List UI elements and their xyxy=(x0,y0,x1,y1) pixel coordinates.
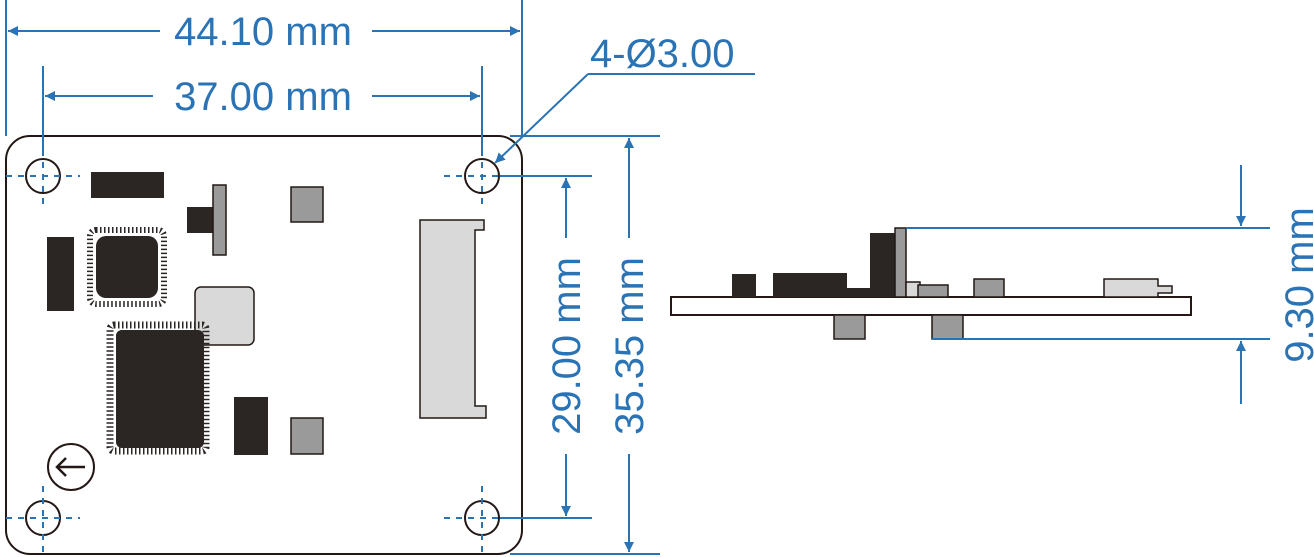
chip-vertical-left xyxy=(47,237,74,311)
hole-callout-label: 4-Ø3.00 xyxy=(590,32,735,76)
switch-component xyxy=(187,184,227,256)
dimension-overall-width: 44.10 mm xyxy=(5,0,523,136)
hole-spacing-height-label: 29.00 mm xyxy=(545,257,589,435)
side-bottom-pad-right xyxy=(931,314,964,340)
dimension-overall-height: 35.35 mm xyxy=(510,135,660,555)
hole-spacing-width-label: 37.00 mm xyxy=(174,75,352,119)
side-connector xyxy=(1103,278,1173,298)
mounting-hole-top-left xyxy=(6,150,80,210)
hole-callout: 4-Ø3.00 xyxy=(494,32,755,164)
grey-pad-bottom xyxy=(290,417,324,455)
side-height-label: 9.30 mm xyxy=(1278,207,1314,363)
side-bottom-pad-left xyxy=(833,314,866,340)
dimension-hole-spacing-width: 37.00 mm xyxy=(42,66,483,150)
dimension-side-height: 9.30 mm xyxy=(906,165,1314,404)
side-grey-pad xyxy=(973,278,1005,298)
qfp-small-chip xyxy=(87,227,167,307)
side-board xyxy=(670,296,1192,316)
arrow-left-icon xyxy=(47,443,95,491)
fpc-connector xyxy=(419,219,487,419)
side-switch-body xyxy=(870,233,896,297)
overall-width-label: 44.10 mm xyxy=(174,10,352,54)
chip-vertical-bottom xyxy=(234,397,268,455)
side-view: 9.30 mm xyxy=(670,165,1314,404)
top-view: 44.10 mm 37.00 mm 4-Ø3.00 29.00 mm xyxy=(5,0,755,555)
qfp-large-chip xyxy=(106,321,210,455)
overall-height-label: 35.35 mm xyxy=(608,257,652,435)
dimension-hole-spacing-height: 29.00 mm xyxy=(500,175,592,519)
grey-pad-top xyxy=(290,186,324,223)
side-chip-wide xyxy=(773,273,847,297)
mounting-hole-bottom-left xyxy=(6,486,80,554)
mounting-hole-top-right xyxy=(444,150,520,210)
side-chip-low xyxy=(845,288,871,297)
side-switch-plate xyxy=(894,227,907,298)
crystal-square xyxy=(194,286,255,346)
side-chip-small xyxy=(732,274,756,297)
header-strip xyxy=(91,172,164,198)
side-grey-block xyxy=(917,284,949,298)
